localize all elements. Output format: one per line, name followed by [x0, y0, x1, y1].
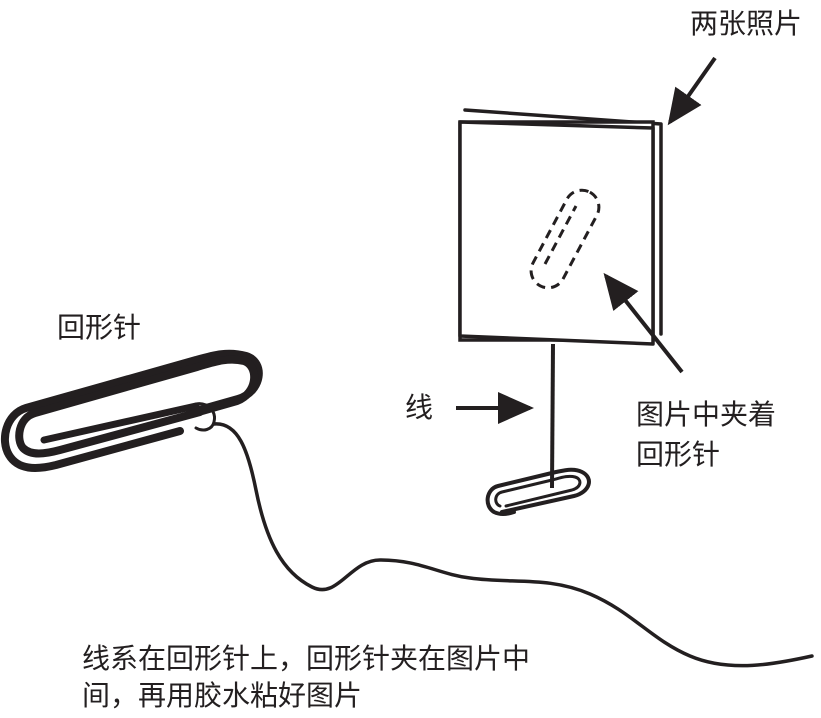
arrow-hidden-clip [603, 272, 684, 374]
arrow-two-photos [667, 56, 717, 126]
two-photos [458, 108, 663, 346]
back-photo [463, 108, 663, 336]
small-paperclip [485, 467, 591, 516]
thread-vertical [550, 343, 555, 489]
label-two-photos: 两张照片 [690, 7, 803, 40]
hidden-paperclip-dashed [529, 188, 601, 290]
large-paperclip [0, 349, 263, 472]
label-clip-inside-line1: 图片中夹着 [636, 398, 777, 431]
caption-line2: 间，再用胶水粘好图片 [82, 679, 363, 712]
label-thread: 线 [405, 391, 434, 424]
thread-long [212, 422, 814, 668]
label-clip-inside-line2: 回形针 [636, 438, 721, 471]
label-paperclip: 回形针 [57, 311, 142, 344]
caption-line1: 线系在回形针上，回形针夹在图片中 [82, 642, 531, 675]
